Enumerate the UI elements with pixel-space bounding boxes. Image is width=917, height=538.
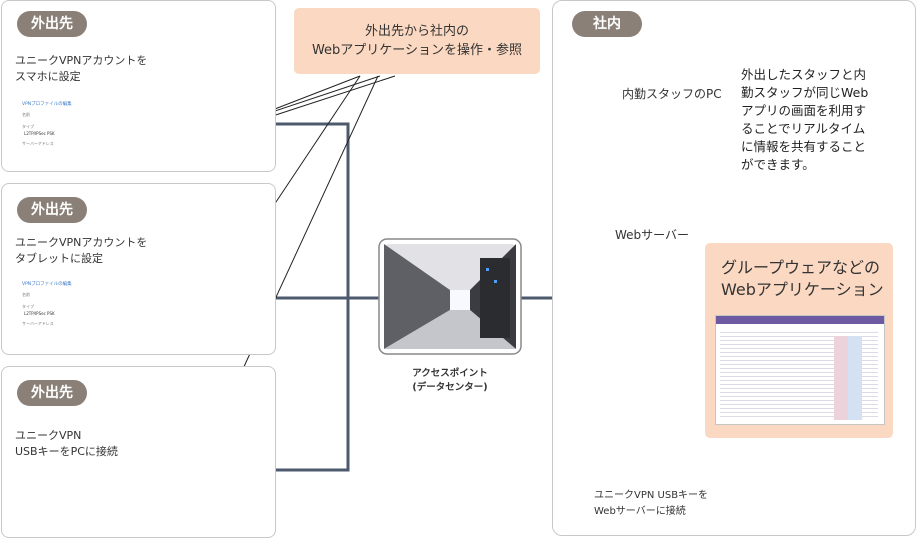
description-line1: 外出したスタッフと内 [741, 67, 867, 82]
groupware-line2: Webアプリケーション [721, 280, 884, 299]
badge-remote-3: 外出先 [17, 380, 87, 406]
staff-pc-label: 内勤スタッフのPC [622, 87, 722, 101]
caption-remote-3-line2: USBキーをPCに接続 [15, 445, 118, 458]
data-center-image [378, 238, 522, 355]
vpn-thumb-1-field-type: タイプ [22, 124, 34, 129]
access-point-label: アクセスポイント (データセンター) [380, 367, 520, 395]
caption-remote-1-line2: スマホに設定 [15, 70, 81, 83]
vpn-thumb-1-field-server: サーバーアドレス [22, 141, 54, 146]
vpn-thumb-1-field-proto: L2TP/IPSec PSK [24, 131, 55, 136]
vpn-thumb-2-title: VPNプロファイルの編集 [22, 282, 72, 287]
access-point-line2: (データセンター) [412, 382, 488, 393]
top-callout-line2: Webアプリケーションを操作・参照 [311, 43, 523, 58]
caption-remote-2-line1: ユニークVPNアカウントを [15, 236, 148, 249]
description-line5: に情報を共有すること [741, 139, 867, 154]
vpn-thumb-1-title: VPNプロファイルの編集 [22, 102, 72, 107]
vpn-thumb-2-field-name: 名前 [22, 292, 30, 297]
description-line3: アプリの画面を利用す [741, 103, 867, 118]
office-usb-caption: ユニークVPN USBキーを Webサーバーに接続 [594, 488, 708, 520]
description-line2: 勤スタッフが同じWeb [741, 85, 869, 100]
vpn-thumb-2-field-type: タイプ [22, 304, 34, 309]
groupware-callout: グループウェアなどの Webアプリケーション [705, 243, 893, 438]
vpn-thumb-1-field-name: 名前 [22, 112, 30, 117]
groupware-line1: グループウェアなどの [721, 258, 881, 277]
badge-remote-1: 外出先 [17, 11, 87, 37]
office-description: 外出したスタッフと内 勤スタッフが同じWeb アプリの画面を利用す ることでリア… [741, 66, 868, 174]
top-callout: 外出先から社内の Webアプリケーションを操作・参照 [294, 8, 540, 74]
groupware-screenshot [715, 315, 885, 425]
badge-remote-2: 外出先 [17, 197, 87, 223]
web-server-label: Webサーバー [615, 228, 690, 242]
description-line4: ることでリアルタイム [741, 121, 866, 136]
access-point-line1: アクセスポイント [412, 368, 488, 379]
description-line6: ができます。 [741, 157, 815, 172]
top-callout-line1: 外出先から社内の [364, 24, 469, 39]
office-usb-caption-line2: Webサーバーに接続 [594, 506, 686, 517]
caption-remote-1-line1: ユニークVPNアカウントを [15, 54, 148, 67]
vpn-thumb-2-field-proto: L2TP/IPSec PSK [24, 311, 55, 316]
caption-remote-2-line2: タブレットに設定 [15, 252, 103, 265]
badge-office: 社内 [572, 11, 642, 37]
caption-remote-3-line1: ユニークVPN [15, 429, 82, 442]
office-usb-caption-line1: ユニークVPN USBキーを [594, 490, 709, 501]
vpn-thumb-2-field-server: サーバーアドレス [22, 321, 54, 326]
